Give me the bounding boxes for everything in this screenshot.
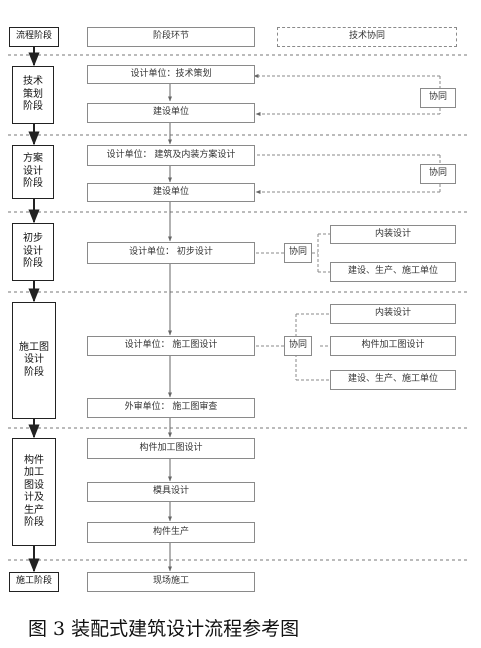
stage-construction: 施工阶段 bbox=[9, 572, 59, 592]
section-separators bbox=[8, 54, 470, 561]
step-construction-drawing-designer: 设计单位： 施工图设计 bbox=[87, 336, 255, 356]
partner-owner-production-construction-2: 建设、生产、施工单位 bbox=[330, 370, 456, 390]
stage-construction-drawing-design: 施工图 设计 阶段 bbox=[12, 302, 56, 419]
step-owner-2: 建设单位 bbox=[87, 183, 255, 202]
collab-lines bbox=[253, 74, 441, 381]
partner-component-drawing-design: 构件加工图设计 bbox=[330, 336, 456, 356]
stage-component-drawing-and-production: 构件 加工 图设 计及 生产 阶段 bbox=[12, 438, 56, 546]
figure-caption: 图 3 装配式建筑设计流程参考图 bbox=[28, 618, 300, 640]
stage-scheme-design: 方案 设计 阶段 bbox=[12, 145, 54, 199]
collab-node-scheme-design: 协同 bbox=[420, 164, 456, 184]
header-link-column: 阶段环节 bbox=[87, 27, 255, 47]
step-technical-planning-designer: 设计单位：技术策划 bbox=[87, 65, 255, 84]
step-site-construction: 现场施工 bbox=[87, 572, 255, 592]
step-mold-design: 模具设计 bbox=[87, 482, 255, 502]
partner-interior-design-2: 内装设计 bbox=[330, 304, 456, 324]
step-owner-1: 建设单位 bbox=[87, 103, 255, 123]
step-scheme-design-designer: 设计单位： 建筑及内装方案设计 bbox=[87, 145, 255, 166]
header-stage-column: 流程阶段 bbox=[9, 27, 59, 47]
partner-interior-design-1: 内装设计 bbox=[330, 225, 456, 244]
step-component-production: 构件生产 bbox=[87, 522, 255, 543]
collab-node-construction-drawing: 协同 bbox=[284, 336, 312, 356]
step-preliminary-design-designer: 设计单位： 初步设计 bbox=[87, 242, 255, 264]
stage-preliminary-design: 初步 设计 阶段 bbox=[12, 223, 54, 281]
collab-node-technical-planning: 协同 bbox=[420, 88, 456, 108]
stage-technical-planning: 技术 策划 阶段 bbox=[12, 66, 54, 124]
partner-owner-production-construction-1: 建设、生产、施工单位 bbox=[330, 262, 456, 282]
step-component-drawing-design: 构件加工图设计 bbox=[87, 438, 255, 459]
collab-node-preliminary-design: 协同 bbox=[284, 243, 312, 263]
step-external-review: 外审单位： 施工图审查 bbox=[87, 398, 255, 418]
header-collab-column: 技术协同 bbox=[277, 27, 457, 47]
